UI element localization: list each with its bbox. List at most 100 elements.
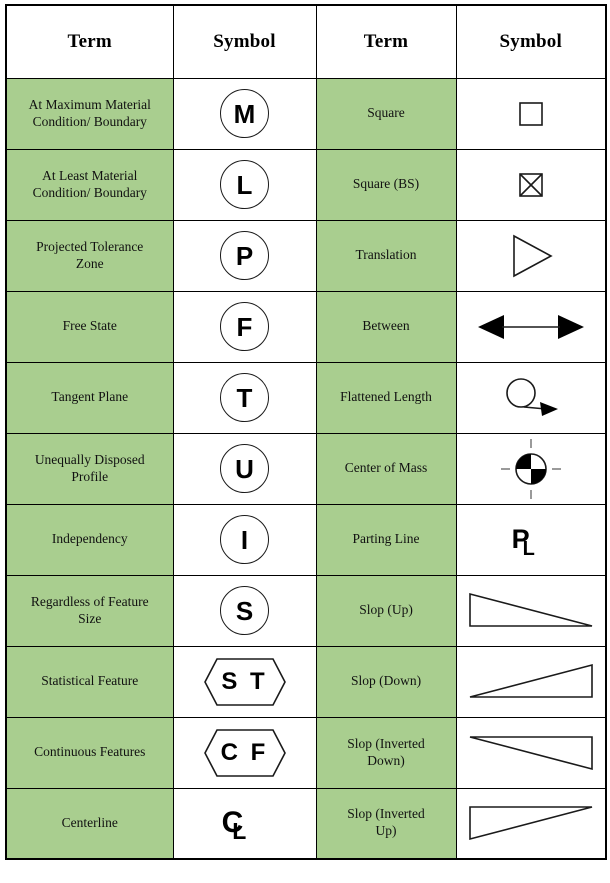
symbol-cell-right — [455, 716, 607, 789]
term-label: Slop (Inverted — [347, 735, 425, 751]
circled-letter-icon: M — [220, 89, 269, 138]
hexagon-frame-icon: S T — [203, 657, 287, 707]
term-label: Regardless of Feature — [30, 593, 149, 609]
term-cell-left: Independency — [5, 503, 174, 576]
circled-letter-icon: T — [220, 373, 269, 422]
table-row: Tangent Plane T Flattened Length — [5, 361, 607, 434]
column-header-term-left: Term — [5, 4, 174, 79]
symbol-cell-left: L — [172, 148, 317, 221]
term-cell-right: Parting Line — [315, 503, 457, 576]
term-cell-left: Free State — [5, 290, 174, 363]
term-label-line2: Zone — [75, 255, 104, 271]
symbol-cell-right: PL — [455, 503, 607, 576]
symbol-cell-right — [455, 77, 607, 150]
term-label: Statistical Feature — [41, 673, 139, 689]
circled-letter-icon: I — [220, 515, 269, 564]
slope-inverted-down-icon — [469, 735, 593, 770]
circled-letter-icon: S — [220, 586, 269, 635]
symbol-cell-right — [455, 645, 607, 718]
term-cell-left: Continuous Features — [5, 716, 174, 789]
term-label-line2: Condition/ Boundary — [32, 113, 147, 129]
term-label: Projected Tolerance — [36, 238, 144, 254]
term-label: At Least Material — [42, 167, 138, 183]
term-label: Flattened Length — [340, 389, 432, 405]
term-label: Unequally Disposed — [34, 451, 145, 467]
symbol-cell-right — [455, 574, 607, 647]
term-cell-right: Center of Mass — [315, 432, 457, 505]
term-label-line2: Condition/ Boundary — [32, 184, 147, 200]
term-label: At Maximum Material — [28, 96, 151, 112]
term-label: Center of Mass — [344, 460, 428, 476]
term-label-line2: Up) — [375, 823, 397, 839]
term-label: Square (BS) — [352, 176, 420, 192]
symbol-cell-left: F — [172, 290, 317, 363]
symbol-cell-right — [455, 219, 607, 292]
term-cell-right: Square — [315, 77, 457, 150]
column-header-symbol-right: Symbol — [455, 4, 607, 79]
symbol-cell-left: S T — [172, 645, 317, 718]
symbol-cell-left: S — [172, 574, 317, 647]
symbol-cell-right — [455, 361, 607, 434]
term-cell-left: Tangent Plane — [5, 361, 174, 434]
circled-letter-icon: L — [220, 160, 269, 209]
term-label: Slop (Up) — [359, 602, 413, 618]
term-cell-left: Centerline — [5, 787, 174, 860]
table-row: Independency I Parting Line PL — [5, 503, 607, 576]
parting-line-icon: PL — [511, 524, 535, 560]
term-label: Slop (Down) — [350, 673, 422, 689]
term-cell-right: Between — [315, 290, 457, 363]
slope-down-icon — [469, 663, 593, 698]
term-cell-right: Translation — [315, 219, 457, 292]
table-row: Statistical Feature S T Slop (Down) — [5, 645, 607, 718]
term-label: Centerline — [61, 814, 118, 830]
term-cell-right: Slop (Down) — [315, 645, 457, 718]
term-cell-right: Square (BS) — [315, 148, 457, 221]
table-header-row: Term Symbol Term Symbol — [5, 4, 607, 79]
symbol-cell-right — [455, 432, 607, 505]
table-row: Free State F Between — [5, 290, 607, 363]
square-crossed-icon — [518, 172, 543, 197]
symbol-cell-left: I — [172, 503, 317, 576]
term-label: Independency — [51, 531, 128, 547]
hexagon-frame-icon: C F — [203, 728, 287, 778]
symbol-cell-right — [455, 290, 607, 363]
column-header-term-right: Term — [315, 4, 457, 79]
term-label: Between — [362, 318, 410, 334]
centerline-icon: CL — [221, 806, 247, 845]
term-label: Tangent Plane — [51, 389, 129, 405]
symbol-cell-left: U — [172, 432, 317, 505]
term-label-line2: Size — [78, 610, 102, 626]
term-label: Translation — [355, 247, 417, 263]
slope-up-icon — [468, 592, 592, 627]
term-label: Square — [367, 105, 405, 121]
term-label: Continuous Features — [34, 744, 146, 760]
symbol-cell-left: T — [172, 361, 317, 434]
gdt-symbols-table: Term Symbol Term Symbol At Maximum Mater… — [5, 4, 607, 860]
term-cell-right: Flattened Length — [315, 361, 457, 434]
circled-letter-icon: F — [220, 302, 269, 351]
triangle-outline-icon — [512, 234, 553, 277]
term-label: Slop (Inverted — [347, 806, 425, 822]
term-cell-right: Slop (Up) — [315, 574, 457, 647]
square-icon — [518, 101, 543, 126]
circled-letter-icon: U — [220, 444, 269, 493]
symbol-cell-left: C F — [172, 716, 317, 789]
symbol-cell-right — [455, 787, 607, 860]
term-label-line2: Down) — [367, 752, 405, 768]
double-arrow-icon — [477, 314, 584, 339]
term-label-line2: Profile — [71, 468, 109, 484]
symbol-cell-right — [455, 148, 607, 221]
slope-inverted-up-icon — [468, 806, 592, 841]
symbol-cell-left: P — [172, 219, 317, 292]
